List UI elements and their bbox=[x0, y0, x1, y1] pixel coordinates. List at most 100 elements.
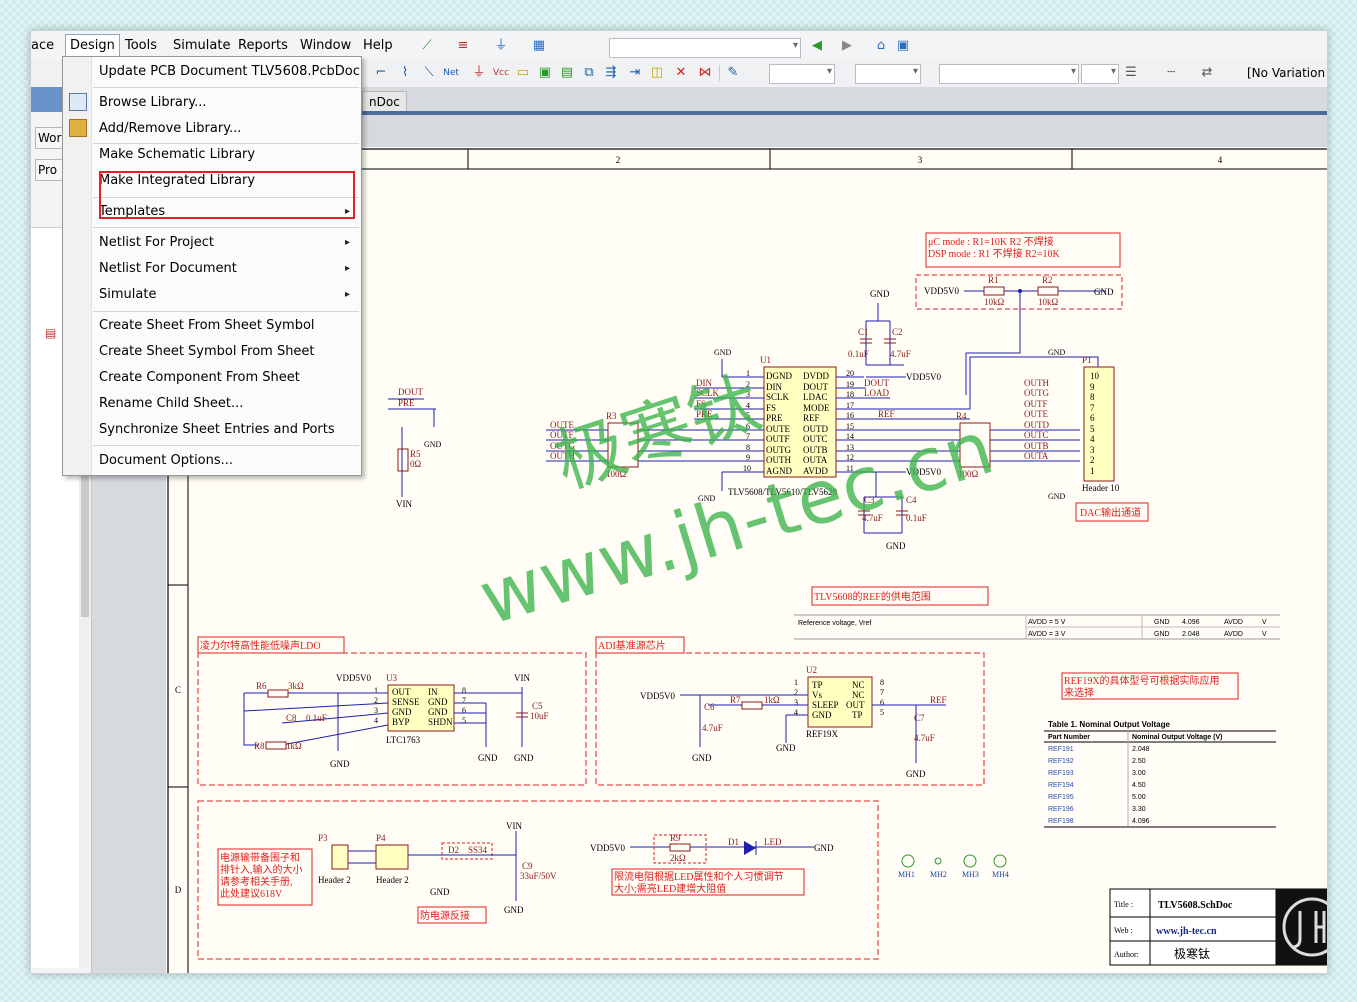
table1-r3-v: 3.00 bbox=[1132, 770, 1146, 777]
combo-2[interactable] bbox=[855, 64, 921, 84]
net-din: DIN bbox=[696, 378, 712, 388]
search-combo[interactable] bbox=[609, 38, 801, 58]
gnd-u1-top: GND bbox=[714, 348, 732, 357]
harness-icon[interactable]: ⇶ bbox=[605, 65, 617, 80]
net-label-icon[interactable]: Net bbox=[443, 68, 459, 78]
menu-simulate[interactable]: Simulate bbox=[173, 38, 231, 53]
document-icon[interactable]: ▤ bbox=[45, 326, 57, 340]
ground-icon[interactable]: ⏚ bbox=[494, 38, 508, 53]
u3-chip[interactable]: VDD5V0 U3 OUT SENSE GND BYP IN GND GND S… bbox=[336, 673, 466, 745]
menu-document-options[interactable]: Document Options... bbox=[99, 453, 234, 468]
ref-row1-cond: AVDD = 5 V bbox=[1028, 619, 1066, 626]
mode-note-1: μC mode : R1=10K R2 不焊接 bbox=[928, 235, 1054, 248]
wire-icon[interactable]: ⌐ bbox=[375, 65, 387, 80]
p1-net-2: OUTG bbox=[1024, 388, 1049, 398]
c4-value: 0.1uF bbox=[906, 513, 927, 523]
ref-row1-unit: V bbox=[1262, 619, 1267, 626]
menu-make-schematic-library[interactable]: Make Schematic Library bbox=[99, 147, 256, 162]
menu-add-remove-library[interactable]: Add/Remove Library... bbox=[99, 121, 242, 136]
menu-reports[interactable]: Reports bbox=[238, 38, 288, 53]
menu-separator bbox=[93, 143, 359, 144]
align-icon[interactable]: ≡ bbox=[457, 38, 469, 53]
menu-netlist-project[interactable]: Netlist For Project bbox=[99, 235, 214, 250]
c3-ref: C3 bbox=[864, 495, 875, 505]
u1-num-l10: 10 bbox=[743, 464, 751, 473]
u1-num-l7: 7 bbox=[746, 432, 750, 441]
bus-entry-icon[interactable]: ⟍ bbox=[424, 65, 434, 80]
u3-pin-r3: GND bbox=[428, 707, 448, 717]
u1-ref: U1 bbox=[760, 355, 771, 365]
combo-1[interactable] bbox=[769, 64, 835, 84]
u1-chip[interactable]: U1 DGND DIN SCLK FS PRE OUTE OUTF OUTG O… bbox=[728, 355, 854, 497]
p1-net-7: OUTB bbox=[1024, 441, 1049, 451]
sheet-symbol-icon[interactable]: ▣ bbox=[538, 65, 552, 80]
menu-make-integrated-library[interactable]: Make Integrated Library bbox=[99, 173, 256, 188]
net-ref-u2: REF bbox=[930, 695, 947, 705]
table1-r1-part: REF191 bbox=[1048, 746, 1074, 753]
title-block: Title : TLV5608.SchDoc Web : www.jh-tec.… bbox=[1109, 888, 1327, 966]
arrows-icon[interactable]: ⇄ bbox=[1201, 65, 1213, 80]
device-sheet-icon[interactable]: ⧉ bbox=[584, 65, 594, 80]
submenu-arrow-icon: ▸ bbox=[345, 237, 351, 248]
document-tab[interactable]: nDoc bbox=[362, 91, 407, 112]
bus-icon[interactable]: ⌇ bbox=[401, 65, 409, 80]
vcc-port-icon[interactable]: Vcc bbox=[493, 68, 510, 78]
ref-range-note: TLV5608的REF的供电范围 bbox=[814, 590, 931, 603]
menu-templates[interactable]: Templates bbox=[99, 204, 166, 219]
table1-r6-v: 3.30 bbox=[1132, 806, 1146, 813]
lines-icon[interactable]: ☰ bbox=[1125, 65, 1137, 80]
menu-synchronize-sheet[interactable]: Synchronize Sheet Entries and Ports bbox=[99, 422, 335, 437]
gnd-p1-bottom: GND bbox=[1048, 492, 1066, 501]
directive-icon[interactable]: ◫ bbox=[650, 65, 664, 80]
author-label: Author: bbox=[1114, 950, 1139, 959]
sheet-entry-icon[interactable]: ▤ bbox=[560, 65, 574, 80]
menu-create-symbol-from-sheet[interactable]: Create Sheet Symbol From Sheet bbox=[99, 344, 315, 359]
pen-icon[interactable]: ✎ bbox=[727, 65, 739, 80]
menu-help[interactable]: Help bbox=[363, 38, 393, 53]
menu-window[interactable]: Window bbox=[300, 38, 352, 53]
part-icon[interactable]: ▭ bbox=[516, 65, 530, 80]
r4-pack[interactable]: R4 100Ω bbox=[956, 411, 991, 479]
r6-value: 3kΩ bbox=[288, 681, 304, 691]
graph-icon[interactable]: ⟋ bbox=[422, 38, 432, 53]
gnd-port-icon[interactable]: ⏚ bbox=[472, 65, 486, 80]
schematic-sheet[interactable]: 2 3 4 1 2 3 4 C D DOUT PRE GND bbox=[166, 147, 1327, 973]
c1-value: 0.1uF bbox=[848, 349, 869, 359]
page-icon[interactable]: ▣ bbox=[896, 38, 910, 53]
zone-col-2: 2 bbox=[616, 155, 621, 165]
r6-ref: R6 bbox=[256, 681, 267, 691]
menu-create-sheet-from-symbol[interactable]: Create Sheet From Sheet Symbol bbox=[99, 318, 315, 333]
menu-browse-library[interactable]: Browse Library... bbox=[99, 95, 207, 110]
port-icon[interactable]: ⇥ bbox=[629, 65, 641, 80]
combo-4[interactable] bbox=[1081, 64, 1119, 84]
gnd-adi-3: GND bbox=[906, 769, 926, 779]
no-erc-icon[interactable]: ✕ bbox=[675, 65, 687, 80]
menu-rename-child-sheet[interactable]: Rename Child Sheet... bbox=[99, 396, 244, 411]
menu-tools[interactable]: Tools bbox=[125, 38, 158, 53]
table1-r5-v: 5.00 bbox=[1132, 794, 1146, 801]
forward-icon[interactable]: ▶ bbox=[842, 38, 852, 53]
menu-design[interactable]: Design bbox=[65, 34, 120, 56]
grid-icon[interactable]: ▦ bbox=[532, 38, 546, 53]
u2-num-r3: 6 bbox=[880, 698, 884, 707]
home-icon[interactable]: ⌂ bbox=[876, 38, 886, 53]
u2-num-r2: 7 bbox=[880, 688, 884, 697]
r3-pack[interactable]: R3 100Ω bbox=[606, 411, 639, 479]
p1-pin-10: 10 bbox=[1090, 371, 1100, 381]
u2-num-r4: 5 bbox=[880, 708, 884, 717]
back-icon[interactable]: ◀ bbox=[812, 38, 822, 53]
u2-chip[interactable]: U2 TP Vs SLEEP GND NC NC OUT TP 1 2 3 4 … bbox=[794, 665, 884, 739]
menu-update-pcb[interactable]: Update PCB Document TLV5608.PcbDoc bbox=[99, 64, 360, 79]
ref19x-note-2: 来选择 bbox=[1064, 686, 1094, 699]
variation-selector[interactable]: [No Variation bbox=[1247, 66, 1326, 80]
u2-num-l2: 2 bbox=[794, 688, 798, 697]
menu-create-component-from-sheet[interactable]: Create Component From Sheet bbox=[99, 370, 300, 385]
dash-icon[interactable]: ┄ bbox=[1167, 65, 1175, 80]
combo-3[interactable] bbox=[939, 64, 1079, 84]
menu-netlist-document[interactable]: Netlist For Document bbox=[99, 261, 237, 276]
p1-header[interactable]: P1 10 9 8 7 6 5 4 3 2 1 Header 10 OUTH O… bbox=[1024, 348, 1120, 501]
diff-pair-icon[interactable]: ⋈ bbox=[698, 65, 712, 80]
menu-workspace[interactable]: ace bbox=[31, 38, 55, 53]
u2-num-r1: 8 bbox=[880, 678, 884, 687]
menu-simulate-sub[interactable]: Simulate bbox=[99, 287, 157, 302]
